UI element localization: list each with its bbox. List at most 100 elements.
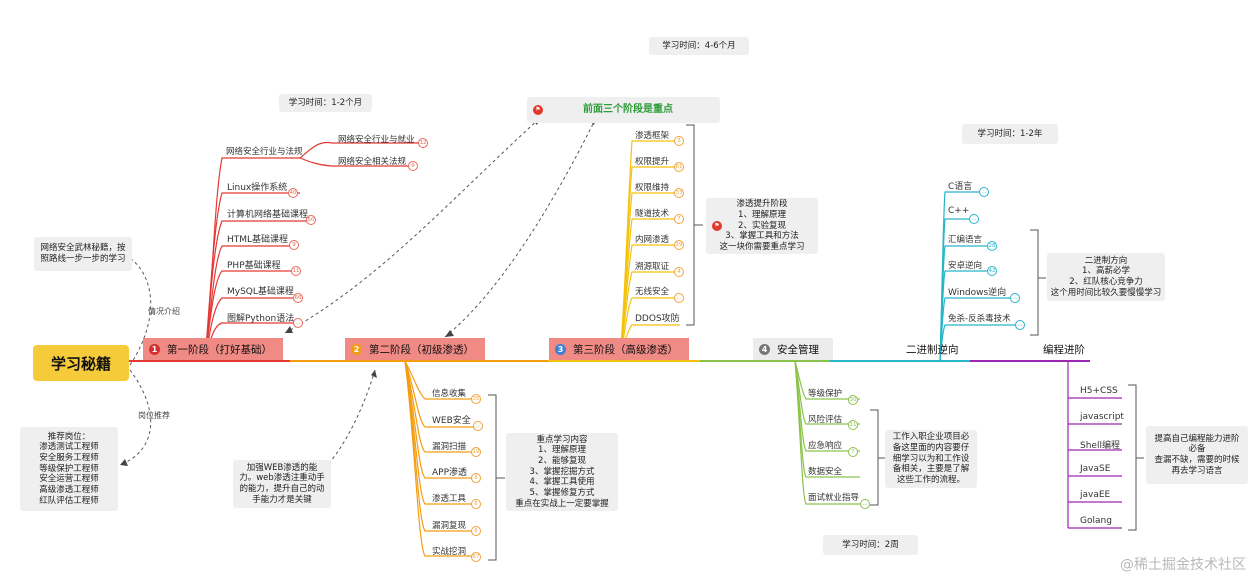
stage-2-item-1[interactable]: 信息收集 [432,389,467,399]
stage-2-note-line: 重点在实战上一定要掌握 [515,498,609,509]
stage-3-note-line: 渗透提升阶段 [736,199,788,210]
stage-3-number: 3 [555,343,566,355]
stage-3-item-5[interactable]: 内网渗透 [635,235,670,245]
post-note-line: 红队评估工程师 [39,495,99,506]
stage-3-label: 第三阶段（高级渗透） [573,343,678,356]
web-note-line: 的能力，提升自己的动 [239,484,325,494]
post-note-line: 推荐岗位： [47,431,91,442]
stage-4-item-3[interactable]: 应急响应 [808,441,843,451]
stage-1-node[interactable]: 1 第一阶段（打好基础） [143,338,283,360]
stage-2-item-5[interactable]: 渗透工具 [432,494,467,504]
stage-4-node[interactable]: 4 安全管理 [753,338,833,360]
stage-3-item-3[interactable]: 权限维持 [635,183,670,193]
stage-5-time-note: 学习时间：1-2年 [962,124,1058,144]
stage-2-item-7[interactable]: 实战挖洞 [432,547,467,557]
stage-5-node[interactable]: 二进制逆向 [900,338,980,360]
stage-3-item-4[interactable]: 隧道技术 [635,209,670,219]
stage-2-note-line: 4、掌握工具使用 [529,477,595,488]
stage-6-note: 提高自己编程能力进阶 必备 查漏不缺，需要的时候 再去学习语言 [1146,426,1248,484]
web-note-line: 手能力才是关键 [252,494,312,505]
stage-1-item-5[interactable]: MySQL基础课程 [227,287,294,297]
stage-1-item-2-badge: 50 [306,215,316,225]
post-note-line: 安全运营工程师 [39,474,99,485]
stage-1-sub-child-2[interactable]: 网络安全相关法规 [338,157,407,167]
stage-3-item-5-badge: 29 [674,240,684,250]
stage-2-item-4-badge: 8 [471,473,481,483]
stage-6-item-1[interactable]: H5+CSS [1080,386,1118,396]
stage-5-item-5[interactable]: Windows逆向 [948,288,1007,298]
stage-1-item-6[interactable]: 图解Python语法 [227,314,295,324]
stage-3-item-1-badge: 3 [674,136,684,146]
stage-4-item-2[interactable]: 风险评估 [808,415,843,425]
stage-4-note-line: 工作入职企业项目必 [892,432,970,443]
stage-2-item-5-badge: 6 [471,499,481,509]
stage-5-item-3[interactable]: 汇编语言 [948,235,983,245]
stage-1-item-3[interactable]: HTML基础课程 [227,235,289,245]
stage-2-number: 2 [351,343,362,355]
stage-2-node[interactable]: 2 第二阶段（初级渗透） [345,338,485,360]
post-note-line: 高级渗透工程师 [39,484,99,495]
stage-1-item-1-badge: 40 [288,188,298,198]
stage-4-item-5[interactable]: 面试就业指导 [808,493,860,503]
intro-note-line: 网络安全武林秘籍，按 [40,243,126,254]
stage-2-note-line: 2、能够复现 [538,456,586,467]
stage-6-item-5[interactable]: javaEE [1080,490,1111,500]
stage-2-label: 第二阶段（初级渗透） [369,343,474,356]
stage-6-note-line: 再去学习语言 [1171,465,1223,476]
stage-3-item-8[interactable]: DDOS攻防 [635,314,680,324]
stage-1-item-1[interactable]: Linux操作系统 [227,183,288,193]
stage-3-note-line: 这一块你需要重点学习 [719,241,805,252]
stage-4-note-line: 这些工作的流程。 [896,474,965,485]
stage-2-item-3[interactable]: 漏洞扫描 [432,442,467,452]
flag-icon: ⚑ [712,221,722,231]
stage-2-item-4[interactable]: APP渗透 [432,468,468,478]
web-note-line: 力。web渗透注重动手 [239,473,325,484]
stage-5-item-5-badge: ... [1010,293,1020,303]
stage-2-item-1-badge: 35 [471,394,481,404]
stage-3-note-line: 1、理解原理 [738,210,786,221]
root-node[interactable]: 学习秘籍 [33,345,129,381]
stage-6-item-2[interactable]: javascript [1080,412,1124,422]
stage-1-item-3-badge: 9 [289,240,299,250]
stage-1-sub-child-1-badge: 12 [418,138,428,148]
web-note-line: 加强WEB渗透的能 [246,462,318,473]
intro-note-line: 照路线一步一步的学习 [40,254,126,264]
stage-1-item-2[interactable]: 计算机网络基础课程 [227,210,309,220]
stage-1-time-note: 学习时间：1-2个月 [279,94,372,112]
stage-4-item-2-badge: 11 [848,420,858,430]
stage-6-item-4[interactable]: JavaSE [1080,464,1111,474]
stage-3-item-6[interactable]: 溯源取证 [635,262,670,272]
stage-1-sub-root[interactable]: 网络安全行业与法规 [226,147,303,157]
stage-6-item-6[interactable]: Golang [1080,516,1112,526]
stage-4-item-1[interactable]: 等级保护 [808,389,843,399]
post-note-line: 等级保护工程师 [39,463,99,474]
stage-2-item-2[interactable]: WEB安全 [432,416,471,426]
stage-6-item-3[interactable]: Shell编程 [1080,441,1120,451]
stage-4-note-line: 备相关，主要是了解 [892,464,970,475]
stage-6-note-line: 查漏不缺，需要的时候 [1154,455,1240,465]
stage-2-item-6-badge: 6 [471,526,481,536]
stage-3-item-2[interactable]: 权限提升 [635,157,670,167]
stage-1-sub-child-1[interactable]: 网络安全行业与就业 [338,135,415,145]
stage-1-item-4[interactable]: PHP基础课程 [227,261,281,271]
stage-4-item-1-badge: 30 [848,395,858,405]
stage-4-item-4[interactable]: 数据安全 [808,467,843,477]
stage-5-item-6[interactable]: 免杀-反杀毒技术 [948,314,1011,324]
stage-5-item-1-badge: ... [979,187,989,197]
stage-5-note-line: 这个用时间比较久要慢慢学习 [1050,287,1162,298]
stage-5-item-4[interactable]: 安卓逆向 [948,261,983,271]
stage-6-note-line: 提高自己编程能力进阶 [1154,433,1240,444]
stage-5-label: 二进制逆向 [906,343,959,356]
stage-3-item-1[interactable]: 渗透框架 [635,131,670,141]
stage-5-note-line: 1、高薪必学 [1082,266,1130,277]
stage-5-item-1[interactable]: C语言 [948,182,973,192]
stage-5-item-2[interactable]: C++ [948,206,970,216]
stage-2-item-6[interactable]: 漏洞复现 [432,521,467,531]
stage-1-label: 第一阶段（打好基础） [167,343,272,356]
stage-3-node[interactable]: 3 第三阶段（高级渗透） [549,338,689,360]
stage-3-item-6-badge: 4 [674,267,684,277]
stage-4-time-note: 学习时间：2周 [823,535,918,555]
stage-6-node[interactable]: 编程进阶 [1037,338,1107,360]
stage-4-note-line: 备这里面的内容要仔 [892,443,970,454]
stage-3-item-7[interactable]: 无线安全 [635,287,670,297]
